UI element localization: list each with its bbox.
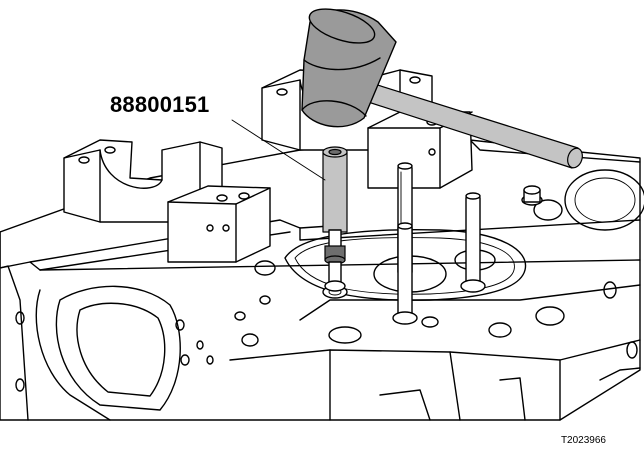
tool-part-number-label: 88800151 (110, 92, 210, 117)
drift-tool (322, 146, 348, 292)
mallet (301, 8, 583, 169)
front-block-cap (167, 185, 271, 263)
callout-leader (231, 119, 326, 181)
valve-guide-right (460, 192, 486, 293)
valve-guide-small-right (521, 185, 543, 206)
valve-guide-center (392, 222, 418, 325)
figure-code-label: T2023966 (560, 435, 606, 446)
